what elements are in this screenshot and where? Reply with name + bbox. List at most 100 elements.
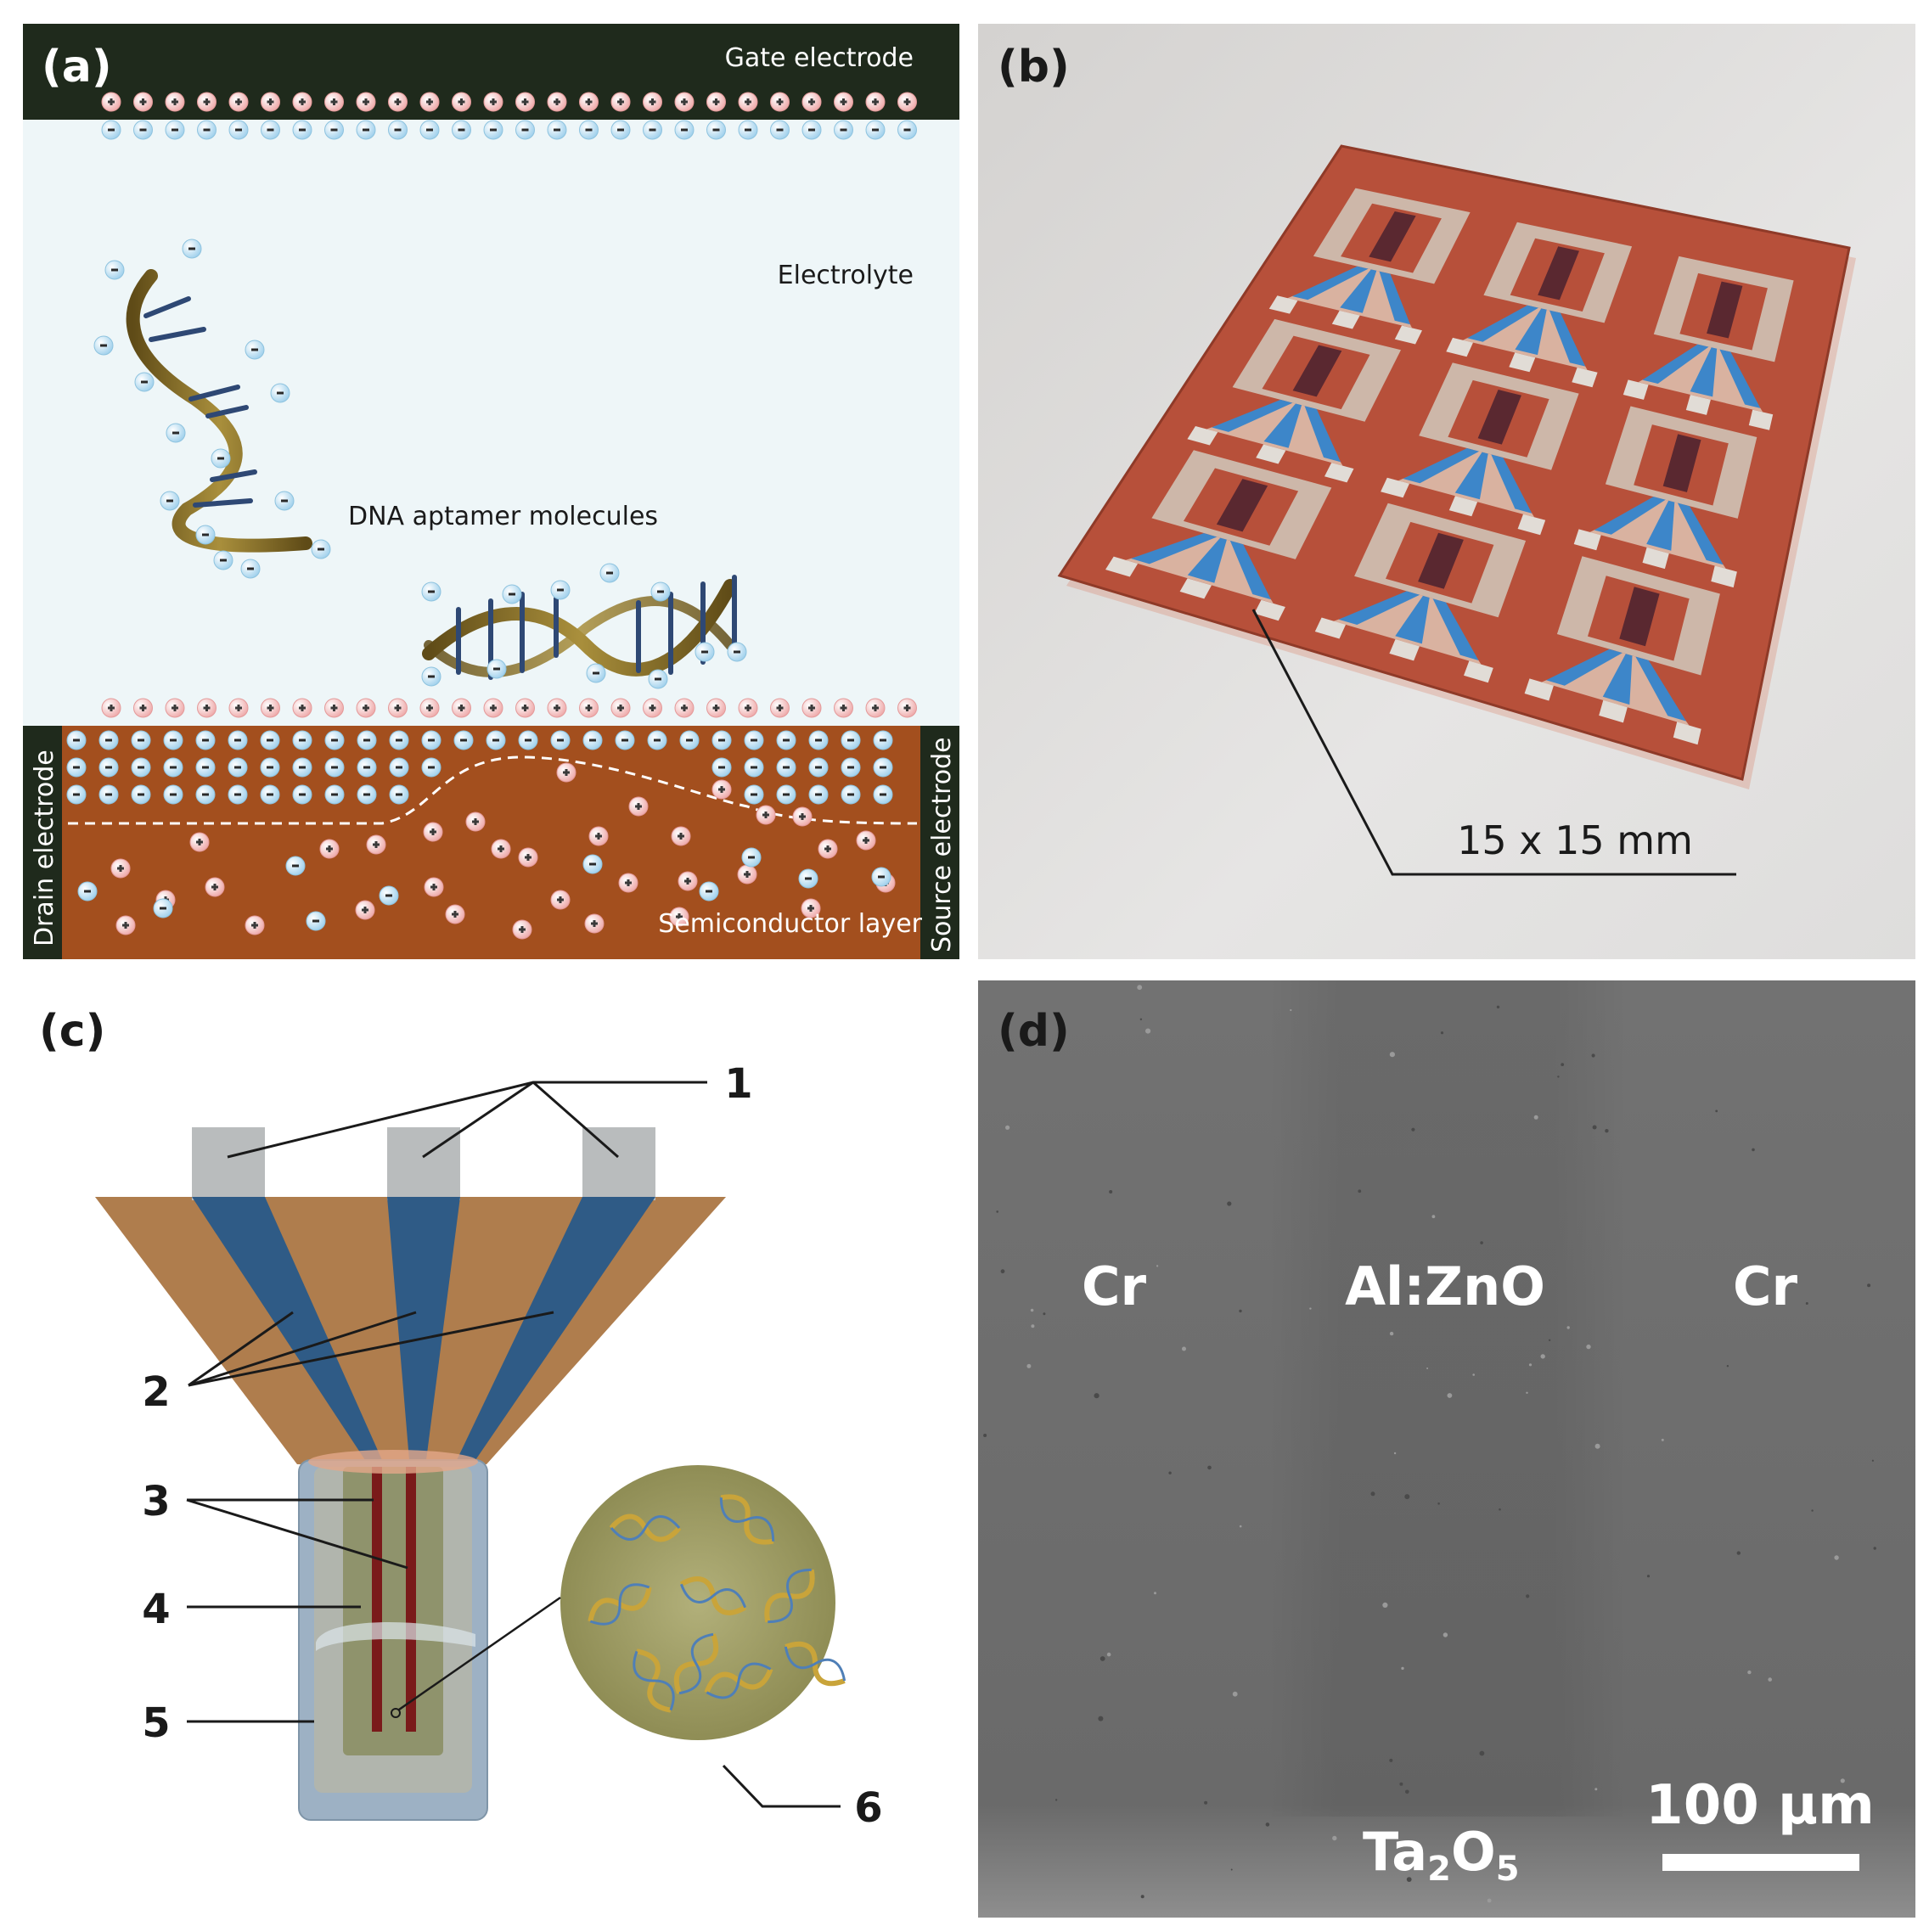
- electrode-line-2: [406, 1467, 416, 1732]
- sem-speck: [1487, 1898, 1492, 1903]
- device-pad: [1331, 310, 1360, 329]
- channel-area: [343, 1467, 443, 1755]
- cation: [366, 834, 386, 855]
- anion: [66, 730, 87, 750]
- cation: [588, 826, 609, 846]
- cation: [228, 92, 249, 112]
- device-film: [1304, 406, 1341, 463]
- anion: [486, 730, 506, 750]
- cation: [865, 92, 886, 112]
- cation: [856, 830, 876, 851]
- sem-speck: [1265, 1822, 1270, 1827]
- anion: [419, 120, 440, 140]
- device-pad: [1711, 565, 1737, 588]
- sem-speck: [1156, 1265, 1159, 1267]
- cation: [205, 877, 225, 897]
- panel-b: 15 x 15 mm (b): [978, 24, 1915, 959]
- anion: [228, 120, 249, 140]
- callout-6: 6: [854, 1784, 882, 1832]
- cation: [770, 92, 790, 112]
- anion: [871, 867, 891, 887]
- sem-speck: [1437, 1502, 1440, 1505]
- anion: [292, 784, 312, 805]
- device-film: [1690, 347, 1718, 397]
- mini-aptamer: [679, 1576, 747, 1615]
- cation: [711, 779, 732, 800]
- cation: [261, 92, 280, 112]
- dna-aptamer-vertical: [126, 269, 312, 553]
- sem-speck: [1499, 1508, 1501, 1511]
- cation: [245, 915, 265, 935]
- cation: [356, 698, 376, 718]
- callout-3: 3: [142, 1478, 170, 1525]
- anion: [260, 757, 280, 778]
- sem-speck: [1230, 1868, 1233, 1871]
- anion: [389, 784, 409, 805]
- device-film: [1646, 500, 1675, 551]
- anion: [292, 120, 312, 140]
- sem-speck: [1594, 1443, 1600, 1449]
- anion: [324, 757, 345, 778]
- anion: [865, 120, 886, 140]
- anion: [770, 120, 790, 140]
- cation: [101, 698, 121, 718]
- anion: [101, 120, 121, 140]
- sem-speck: [1154, 1592, 1156, 1595]
- device-film: [1395, 595, 1430, 644]
- cation: [801, 698, 822, 718]
- callout-lines: [186, 1081, 841, 1808]
- device-pad: [1256, 444, 1286, 464]
- anion: [798, 868, 818, 889]
- cation: [738, 92, 758, 112]
- sem-speck: [1204, 1800, 1208, 1805]
- device-film: [1594, 497, 1666, 535]
- device-film: [1338, 591, 1420, 625]
- cation: [738, 698, 758, 718]
- anion: [582, 854, 603, 874]
- anion: [228, 784, 248, 805]
- sem-speck: [1646, 1575, 1651, 1578]
- sem-speck: [1490, 1289, 1493, 1292]
- source-electrode: [920, 726, 959, 959]
- anion: [808, 730, 829, 750]
- cation: [197, 92, 217, 112]
- device-film: [1719, 349, 1761, 408]
- sem-speck: [1094, 1393, 1099, 1399]
- anion: [801, 120, 822, 140]
- anion: [453, 730, 474, 750]
- anion: [306, 911, 326, 931]
- sem-speck: [983, 1434, 987, 1437]
- device-pad: [1464, 660, 1493, 683]
- cation: [356, 92, 376, 112]
- anion: [515, 120, 535, 140]
- cation: [610, 92, 631, 112]
- sem-speck: [1431, 1215, 1436, 1219]
- device-film: [1454, 452, 1488, 500]
- device-channel: [1619, 587, 1660, 647]
- device-pad: [1517, 514, 1546, 536]
- panel-a: (a) Gate electrode Electrolyte DNA aptam…: [23, 24, 959, 959]
- semiconductor-label: Semiconductor layer: [658, 909, 922, 939]
- sem-speck: [1873, 1547, 1876, 1550]
- device-pad: [1622, 379, 1649, 400]
- anion: [260, 730, 280, 750]
- cation: [770, 698, 790, 718]
- device-film: [1263, 403, 1302, 448]
- cation: [756, 805, 776, 825]
- device-channel: [1538, 246, 1579, 300]
- anion: [66, 784, 87, 805]
- sem-speck: [1358, 1189, 1362, 1193]
- cation: [515, 92, 535, 112]
- cation: [388, 698, 408, 718]
- device-film: [1379, 271, 1410, 325]
- cation: [261, 698, 280, 718]
- device-pad: [1524, 678, 1554, 701]
- sem-speck: [1332, 1835, 1337, 1841]
- panel-b-label: (b): [998, 42, 1070, 93]
- anion: [421, 730, 441, 750]
- sem-speck: [1389, 1758, 1393, 1762]
- chip-devices: [1105, 188, 1794, 745]
- anion: [776, 757, 796, 778]
- anion: [228, 757, 248, 778]
- cation: [792, 806, 813, 827]
